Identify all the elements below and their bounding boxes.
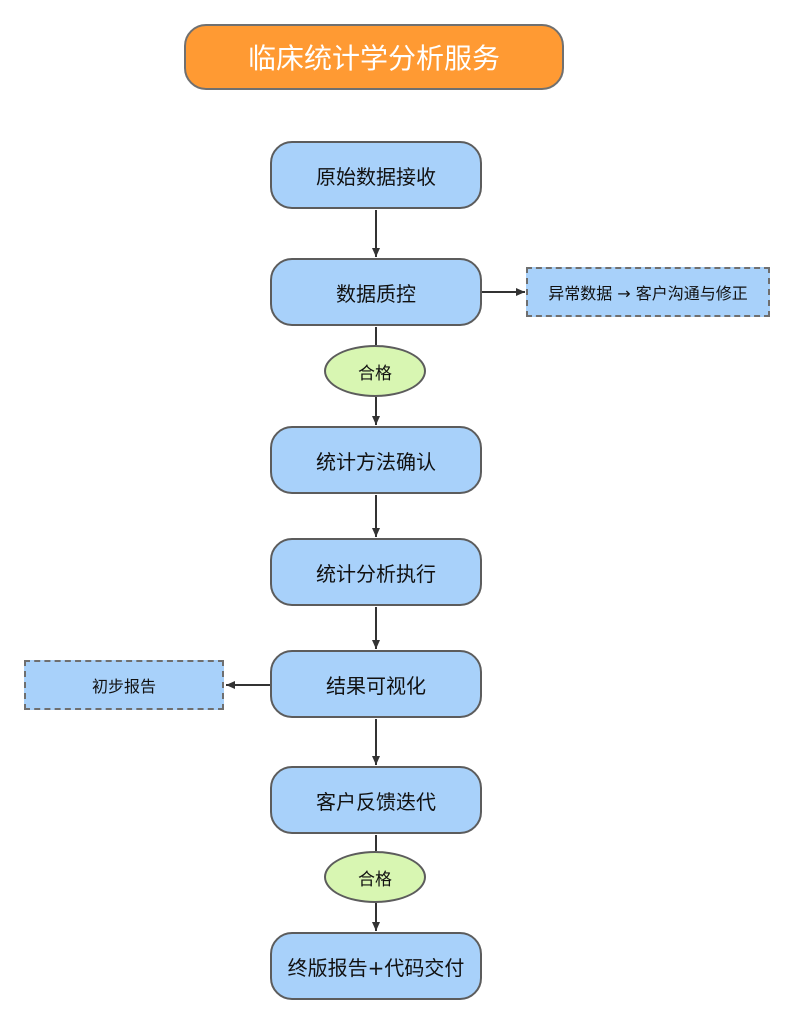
note-preliminary-report: 初步报告	[24, 660, 224, 710]
gate-feedback-pass: 合格	[324, 851, 426, 903]
note-exception-handling: 异常数据 → 客户沟通与修正	[526, 267, 770, 317]
step-data-qc: 数据质控	[270, 258, 482, 326]
step-final-delivery: 终版报告+代码交付	[270, 932, 482, 1000]
diagram-title: 临床统计学分析服务	[184, 24, 564, 90]
gate-qc-pass: 合格	[324, 345, 426, 397]
step-method-confirmation: 统计方法确认	[270, 426, 482, 494]
step-result-visualization: 结果可视化	[270, 650, 482, 718]
step-raw-data-receipt: 原始数据接收	[270, 141, 482, 209]
step-analysis-execution: 统计分析执行	[270, 538, 482, 606]
step-client-feedback: 客户反馈迭代	[270, 766, 482, 834]
